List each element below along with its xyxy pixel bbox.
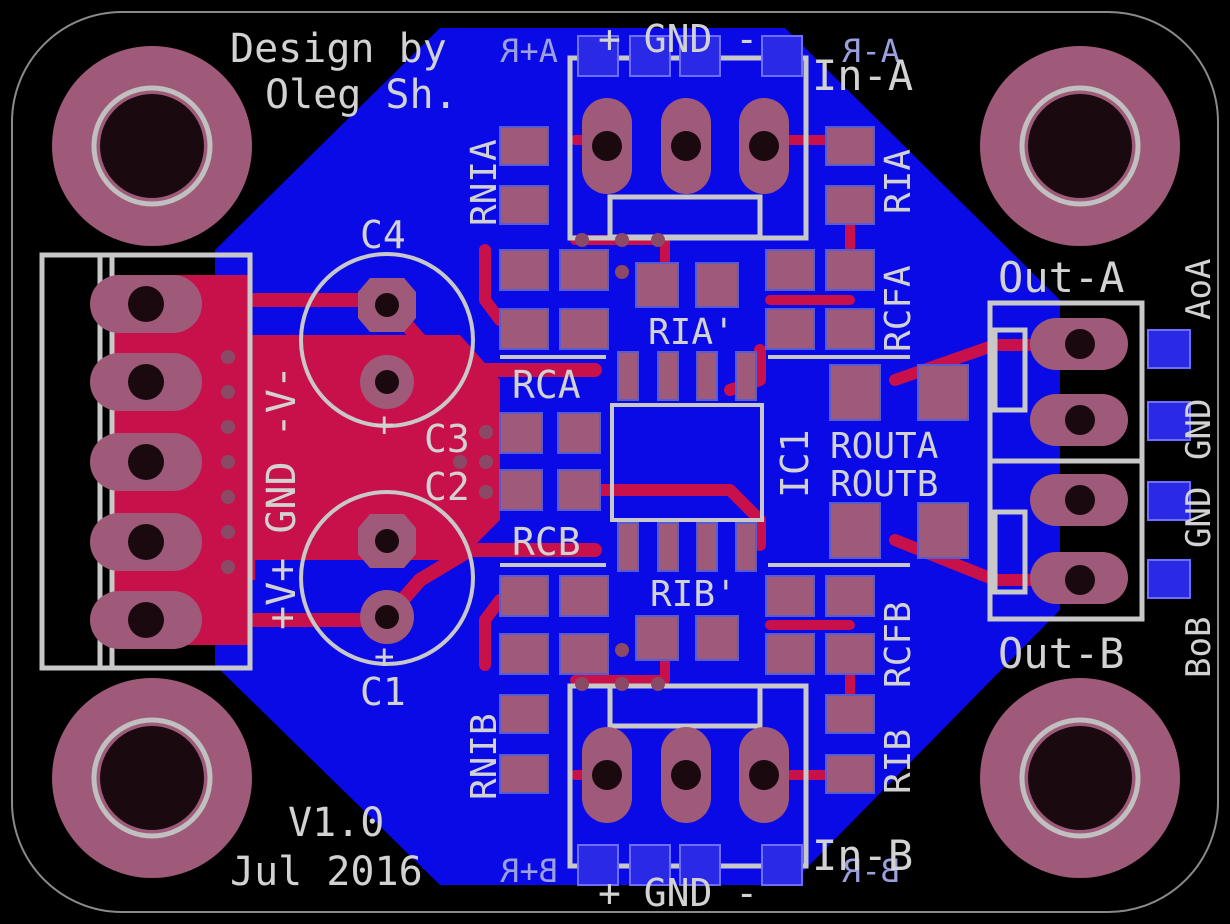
output-b-title: Out-B — [998, 629, 1124, 678]
rnia-label: RNIA — [464, 139, 505, 226]
output-gnd-label-2: GND — [1179, 487, 1219, 548]
input-b-title: In-B — [812, 831, 913, 880]
input-a-title: In-A — [812, 51, 913, 100]
mount-hole-top-left — [52, 46, 252, 246]
rnib-label: RNIB — [464, 713, 505, 800]
c4-plus-mark: + — [374, 405, 394, 445]
rib-prime-label: RIB' — [650, 574, 737, 615]
input-a-pins-label: + GND - — [598, 17, 758, 61]
c1-plus-mark: + — [374, 637, 394, 677]
input-a-connector — [567, 35, 809, 241]
power-connector — [39, 252, 253, 671]
c1-label: C1 — [360, 670, 406, 714]
output-connector — [987, 300, 1191, 622]
rcfa-label: RCFA — [878, 265, 919, 352]
rca-label: RCA — [512, 363, 581, 407]
version-label: V1.0 — [288, 800, 384, 846]
output-resistors — [829, 364, 969, 559]
capacitor-c1 — [299, 490, 475, 666]
resistors-channel-b — [499, 563, 910, 794]
mount-hole-bottom-right — [980, 678, 1180, 878]
ria-prime-label: RIA' — [648, 312, 735, 353]
c2-label: C2 — [424, 465, 470, 509]
routb-label: ROUTB — [830, 464, 938, 505]
output-gnd-label-1: GND — [1179, 399, 1219, 460]
mounting-holes — [52, 46, 1180, 878]
input-b-mirror-right-label: B-R — [841, 852, 900, 890]
rcfb-label: RCFB — [878, 601, 919, 688]
c4-label: C4 — [360, 213, 406, 257]
capacitor-c3-c2-pads — [453, 412, 601, 511]
ic1-package — [610, 351, 764, 572]
mount-hole-top-right — [980, 46, 1180, 246]
input-b-connector — [567, 683, 809, 886]
output-a-title: Out-A — [998, 253, 1124, 302]
output-a-mirror-label: AoA — [1179, 259, 1219, 320]
rcb-label: RCB — [512, 520, 581, 564]
ria-label: RIA — [878, 149, 919, 214]
credit-line2: Oleg Sh. — [265, 72, 458, 118]
board-outline — [11, 11, 1219, 913]
capacitor-c4 — [299, 252, 475, 428]
routa-label: ROUTA — [830, 426, 939, 467]
ic1-label: IC1 — [773, 429, 817, 498]
input-a-mirror-right-label: A-R — [841, 32, 900, 70]
rib-label: RIB — [878, 729, 919, 794]
c3-label: C3 — [424, 417, 470, 461]
input-b-pins-label: + GND - — [598, 871, 758, 915]
power-vias — [221, 350, 235, 574]
input-a-mirror-label: A+R — [499, 32, 558, 70]
input-b-mirror-label: B+R — [499, 852, 558, 890]
power-connector-label: +V+ GND -V- — [259, 365, 305, 630]
mount-hole-bottom-left — [52, 678, 252, 878]
date-label: Jul 2016 — [230, 849, 423, 895]
output-b-mirror-label: BoB — [1179, 617, 1219, 678]
credit-line1: Design by — [230, 26, 447, 72]
resistors-channel-a — [499, 126, 910, 359]
